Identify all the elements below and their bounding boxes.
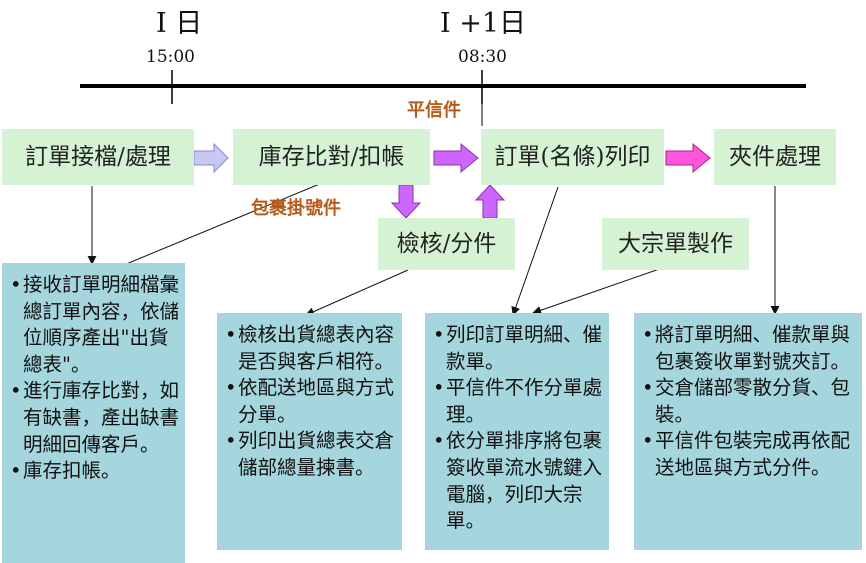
- detail-item: 將訂單明細、催款單與包裹簽收單對號夾訂。: [642, 322, 856, 375]
- flat-mail-note: 平信件: [407, 100, 461, 121]
- step-order-receive: 訂單接檔/處理: [2, 129, 194, 185]
- day2-time: 08:30: [458, 47, 507, 67]
- parcel-registered-note: 包裹掛號件: [251, 198, 341, 219]
- detail-box-clip-process: 將訂單明細、催款單與包裹簽收單對號夾訂。 交倉儲部零散分貨、包裝。 平信件包裝完…: [634, 313, 862, 550]
- detail-item: 依配送地區與方式分單。: [225, 375, 396, 428]
- line-check-to-box: [305, 269, 409, 316]
- detail-item: 列印出貨總表交倉儲部總量揀書。: [225, 428, 396, 481]
- detail-item: 平信件不作分單處理。: [433, 375, 603, 428]
- arrow-stock-to-print: [433, 142, 479, 174]
- step-clip-process: 夾件處理: [714, 129, 836, 185]
- arrow-stock-to-check: [390, 184, 422, 219]
- arrow-receive-to-stock: [193, 142, 229, 174]
- day2-label: I +1日: [440, 8, 527, 39]
- detail-item: 列印訂單明細、催款單。: [433, 322, 603, 375]
- line-bulk-to-box: [532, 265, 669, 315]
- detail-item: 依分單排序將包裹簽收單流水號鍵入電腦，列印大宗單。: [433, 428, 603, 534]
- day1-label: I 日: [156, 8, 203, 39]
- step-bulk-make: 大宗單製作: [602, 218, 749, 270]
- arrow-print-to-clip: [665, 142, 711, 174]
- detail-item: 庫存扣帳。: [10, 458, 179, 485]
- detail-box-order-receive: 接收訂單明細檔彙總訂單內容，依儲位順序產出"出貨總表"。 進行庫存比對，如有缺書…: [2, 263, 185, 563]
- line-stock-to-box: [101, 182, 323, 275]
- detail-box-order-print: 列印訂單明細、催款單。 平信件不作分單處理。 依分單排序將包裹簽收單流水號鍵入電…: [425, 313, 609, 550]
- arrow-check-to-print: [474, 184, 506, 219]
- detail-item: 檢核出貨總表內容是否與客戶相符。: [225, 322, 396, 375]
- line-print-to-box: [511, 186, 559, 316]
- step-check-sort: 檢核/分件: [378, 218, 515, 270]
- detail-item: 平信件包裝完成再依配送地區與方式分件。: [642, 428, 856, 481]
- day1-time: 15:00: [146, 47, 195, 67]
- detail-item: 接收訂單明細檔彙總訂單內容，依儲位順序產出"出貨總表"。: [10, 272, 179, 378]
- step-order-print: 訂單(名條)列印: [481, 129, 664, 185]
- detail-item: 交倉儲部零散分貨、包裝。: [642, 375, 856, 428]
- detail-box-check-sort: 檢核出貨總表內容是否與客戶相符。 依配送地區與方式分單。 列印出貨總表交倉儲部總…: [217, 313, 402, 550]
- detail-item: 進行庫存比對，如有缺書，產出缺書明細回傳客戶。: [10, 378, 179, 458]
- step-stock-compare: 庫存比對/扣帳: [233, 129, 430, 185]
